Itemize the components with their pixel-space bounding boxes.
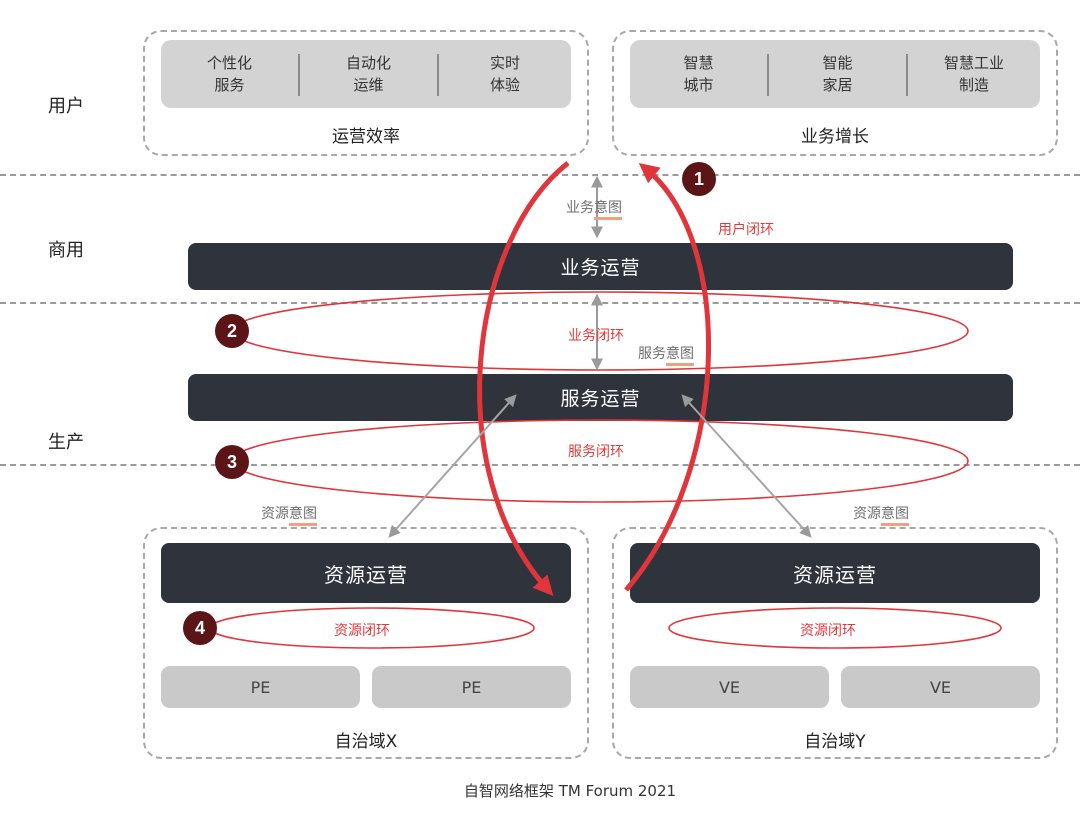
operational-efficiency-items: 个性化 服务 自动化 运维 实时 体验 [161,40,571,108]
domain-y-resource-operations-bar: 资源运营 [630,543,1040,603]
resource-intent-label-y: 资源意图 [853,503,909,526]
item-realtime-experience: 实时 体验 [489,54,520,94]
item-separator [298,54,300,96]
resource-intent-suffix: 意图 [289,506,317,526]
autonomous-domain-x-box [143,527,589,759]
domain-x-pe-pill: PE [372,666,571,708]
resource-loop-ellipse-y [668,607,1002,649]
resource-loop-label-x: 资源闭环 [334,623,390,639]
business-intent-suffix: 意图 [594,200,622,220]
service-intent-suffix: 意图 [666,346,694,366]
item-separator [906,54,908,96]
service-intent-label: 服务意图 [638,343,694,366]
layer-divider-commercial [0,302,1080,304]
layer-divider-user [0,174,1080,176]
domain-x-resource-operations-bar: 资源运营 [161,543,571,603]
domain-y-ve-pill: VE [841,666,1040,708]
resource-intent-prefix: 资源 [853,506,881,522]
item-separator [437,54,439,96]
service-intent-prefix: 服务 [638,346,666,362]
domain-x-caption: 自治域X [334,732,398,752]
resource-intent-arrow-y [681,394,812,538]
step-badge-4: 4 [183,611,217,645]
business-intent-prefix: 业务 [566,200,594,216]
item-smart-manufacturing: 智慧工业 制造 [943,54,1004,94]
item-separator [767,54,769,96]
layer-divider-production [0,464,1080,466]
business-growth-caption: 业务增长 [801,127,869,147]
user-loop-label: 用户闭环 [718,222,774,238]
operational-efficiency-caption: 运营效率 [332,127,400,147]
layer-label-user: 用户 [48,96,84,117]
item-personalized-service: 个性化 服务 [206,54,252,94]
user-loop-up-arc [624,162,712,592]
item-smart-city: 智慧 城市 [683,54,714,94]
item-smart-home: 智能 家居 [822,54,853,94]
business-growth-box [612,30,1058,156]
domain-y-caption: 自治域Y [804,732,866,752]
user-loop-down-arc [477,161,570,596]
layer-label-production: 生产 [48,432,84,453]
autonomous-domain-y-box [612,527,1058,759]
business-loop-label: 业务闭环 [568,328,624,344]
operational-efficiency-box [143,30,589,156]
business-intent-label: 业务意图 [566,197,622,220]
step-badge-2: 2 [215,314,249,348]
domain-x-pe-pill: PE [161,666,360,708]
resource-intent-label-x: 资源意图 [261,503,317,526]
layer-label-commercial: 商用 [48,240,84,261]
item-automated-ops: 自动化 运维 [345,54,391,94]
resource-intent-suffix: 意图 [881,506,909,526]
resource-intent-prefix: 资源 [261,506,289,522]
resource-intent-arrow-x [388,394,517,538]
service-operations-bar: 服务运营 [188,374,1013,421]
step-badge-1: 1 [682,162,716,196]
business-growth-items: 智慧 城市 智能 家居 智慧工业 制造 [630,40,1040,108]
step-badge-3: 3 [215,445,249,479]
business-operations-bar: 业务运营 [188,243,1013,290]
service-loop-ellipse [231,419,969,503]
service-loop-label: 服务闭环 [568,444,624,460]
figure-footer: 自智网络框架 TM Forum 2021 [463,782,677,800]
resource-loop-label-y: 资源闭环 [800,623,856,639]
domain-y-ve-pill: VE [630,666,829,708]
